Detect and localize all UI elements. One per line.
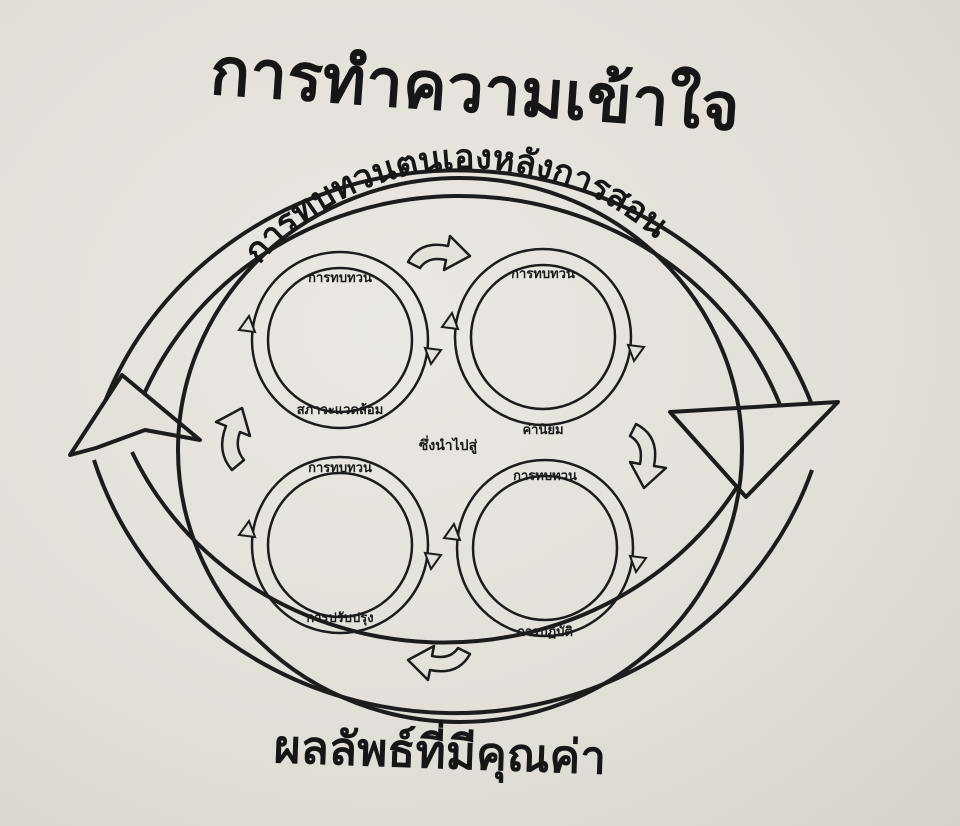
cycle-arrow-icon [626,343,646,364]
cycle-arrow-icon [442,521,462,542]
cycle-arrow-icon [440,310,460,331]
outer-cycle-arrow-left-icon [68,373,202,457]
cycle-arrow-icon [237,518,257,539]
cycle-top-label: การทบทวน [511,267,575,282]
main-title: การทำความเข้าใจ [208,32,743,147]
cycle-top-right: การทบทวน ค่านิยม [440,247,646,438]
cycle-bottom-label: สภาวะแวดล้อม [297,402,384,418]
cycle-top-label: การทบทวน [308,271,372,286]
curved-arrow-icon [406,644,472,682]
cycle-top-label: การทบทวน [513,469,577,484]
cycle-bottom-label: การปฏิบัติ [517,625,573,640]
curved-arrow-icon [214,406,252,472]
center-label: ซึ่งนำไปสู่ [419,435,478,454]
cycle-arrow-icon [423,346,443,367]
inner-circle [176,176,744,724]
bottom-title: ผลลัพธ์ที่มีคุณค่า [273,714,607,787]
cycle-top-label: การทบทวน [308,461,372,476]
cycle-top-left: การทบทวน สภาวะแวดล้อม [237,250,443,430]
cycle-arrow-icon [423,551,443,572]
cycle-bottom-right: การทบทวน การปฏิบัติ [442,458,648,640]
curved-arrow-icon [628,422,668,490]
outer-cycle-arrow-right-icon [668,400,840,499]
cycle-bottom-left: การทบทวน การปรับปรุง [237,455,443,635]
cycle-arrow-icon [628,554,648,575]
cycle-arrow-icon [237,313,257,334]
cycle-bottom-label: การปรับปรุง [306,611,373,626]
curved-arrow-icon [406,234,472,272]
cycle-bottom-label: ค่านิยม [522,423,563,438]
